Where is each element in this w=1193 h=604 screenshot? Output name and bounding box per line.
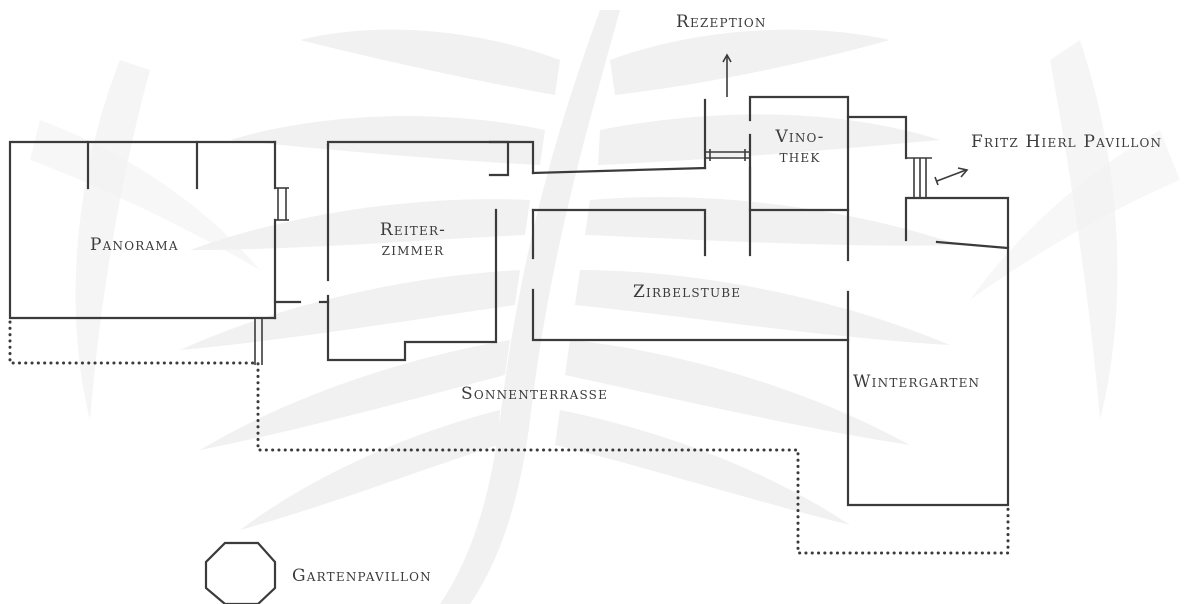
room-wintergarten-walls bbox=[846, 196, 1010, 507]
room-zirbelstube-walls bbox=[531, 166, 850, 342]
sonnenterrasse-boundary bbox=[8, 320, 1010, 555]
fern-watermark-icon bbox=[30, 10, 1180, 604]
label-reiterzimmer-line1: Reiter- bbox=[379, 220, 447, 240]
rezeption-entrance bbox=[703, 98, 750, 170]
label-wintergarten: Wintergarten bbox=[853, 372, 981, 392]
label-zirbelstube: Zirbelstube bbox=[633, 282, 742, 302]
label-vinothek-line1: Vino- bbox=[775, 127, 825, 147]
label-reiterzimmer: Reiter- zimmer bbox=[348, 220, 478, 260]
label-fritz-hierl-pavillon: Fritz Hierl Pavillon bbox=[971, 132, 1163, 152]
label-reiterzimmer-line2: zimmer bbox=[381, 240, 445, 260]
room-panorama-walls bbox=[8, 140, 330, 365]
label-rezeption: Rezeption bbox=[676, 12, 767, 32]
label-sonnenterrasse: Sonnenterrasse bbox=[461, 384, 609, 404]
arrow-right-icon bbox=[934, 167, 969, 186]
label-vinothek-line2: thek bbox=[779, 147, 821, 167]
fritz-hierl-door bbox=[906, 157, 932, 198]
room-reiterzimmer-walls bbox=[326, 140, 535, 362]
label-vinothek: Vino- thek bbox=[752, 127, 848, 167]
octagon-icon bbox=[204, 541, 277, 604]
room-vinothek-walls bbox=[748, 95, 908, 212]
label-panorama: Panorama bbox=[90, 235, 179, 255]
arrow-up-icon bbox=[722, 53, 732, 97]
label-gartenpavillon: Gartenpavillon bbox=[292, 566, 432, 586]
